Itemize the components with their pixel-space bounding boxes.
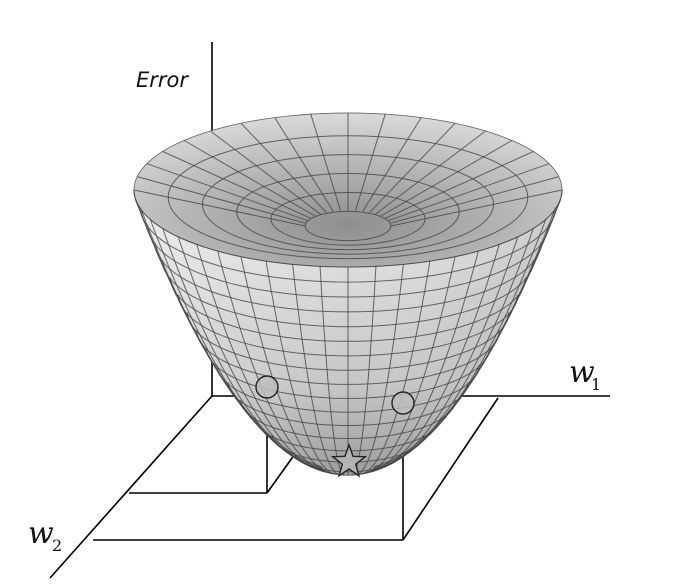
inner-grid-meridian xyxy=(210,130,321,215)
inner-grid-meridian xyxy=(146,163,308,222)
minimum-star-icon xyxy=(330,442,368,478)
outer-grid-meridian xyxy=(366,244,500,473)
error-axis-label: Error xyxy=(136,68,189,92)
w1-axis-subscript: 1 xyxy=(591,375,601,394)
inner-grid-meridian xyxy=(274,117,334,212)
inner-grid-meridian xyxy=(390,189,563,227)
outer-grid-meridian xyxy=(292,264,342,476)
outer-grid-meridian xyxy=(265,261,339,475)
w2-axis-label: w xyxy=(28,516,54,551)
inner-grid-meridian xyxy=(380,140,513,217)
inner-grid-meridian xyxy=(354,114,386,211)
outer-grid-meridian xyxy=(177,236,328,472)
inner-grid-meridian xyxy=(389,176,559,224)
right-point-marker xyxy=(391,391,415,415)
inner-grid-meridian xyxy=(183,140,316,217)
outer-grid-meridian xyxy=(351,266,377,476)
inner-grid-meridian xyxy=(162,151,312,219)
outer-grid-meridian xyxy=(363,250,479,474)
outer-grid-meridian xyxy=(360,256,456,475)
right-point-w1-projection xyxy=(402,397,499,541)
inner-grid-meridian xyxy=(369,122,456,214)
w2-axis xyxy=(49,395,213,579)
outer-grid-meridian xyxy=(370,228,534,471)
inner-grid-meridian xyxy=(375,130,486,215)
outer-grid-meridian xyxy=(357,261,431,475)
markers-group xyxy=(255,375,415,478)
outer-grid-meridian xyxy=(240,256,336,475)
inner-grid-meridian xyxy=(137,176,307,224)
outer-grid-meridian xyxy=(319,266,345,476)
outer-grid-meridian xyxy=(217,250,333,474)
outer-grid-meridian xyxy=(368,236,519,472)
left-point-marker xyxy=(255,375,279,399)
inner-grid-meridian xyxy=(362,117,422,212)
outer-grid-meridian xyxy=(354,264,404,476)
inner-grid-meridian xyxy=(310,114,342,211)
error-surface xyxy=(133,112,563,476)
inner-grid-meridian xyxy=(133,189,306,227)
outer-grid-meridian xyxy=(196,244,330,473)
inner-grid-meridian xyxy=(388,163,550,222)
inner-grid-meridian xyxy=(240,122,327,214)
surface-grid xyxy=(133,113,563,476)
outer-grid-meridian xyxy=(372,219,547,470)
inner-grid-meridian xyxy=(384,151,534,219)
w1-axis-label: w xyxy=(569,355,595,390)
outer-grid-meridian xyxy=(135,199,323,468)
w2-axis-subscript: 2 xyxy=(52,536,62,555)
